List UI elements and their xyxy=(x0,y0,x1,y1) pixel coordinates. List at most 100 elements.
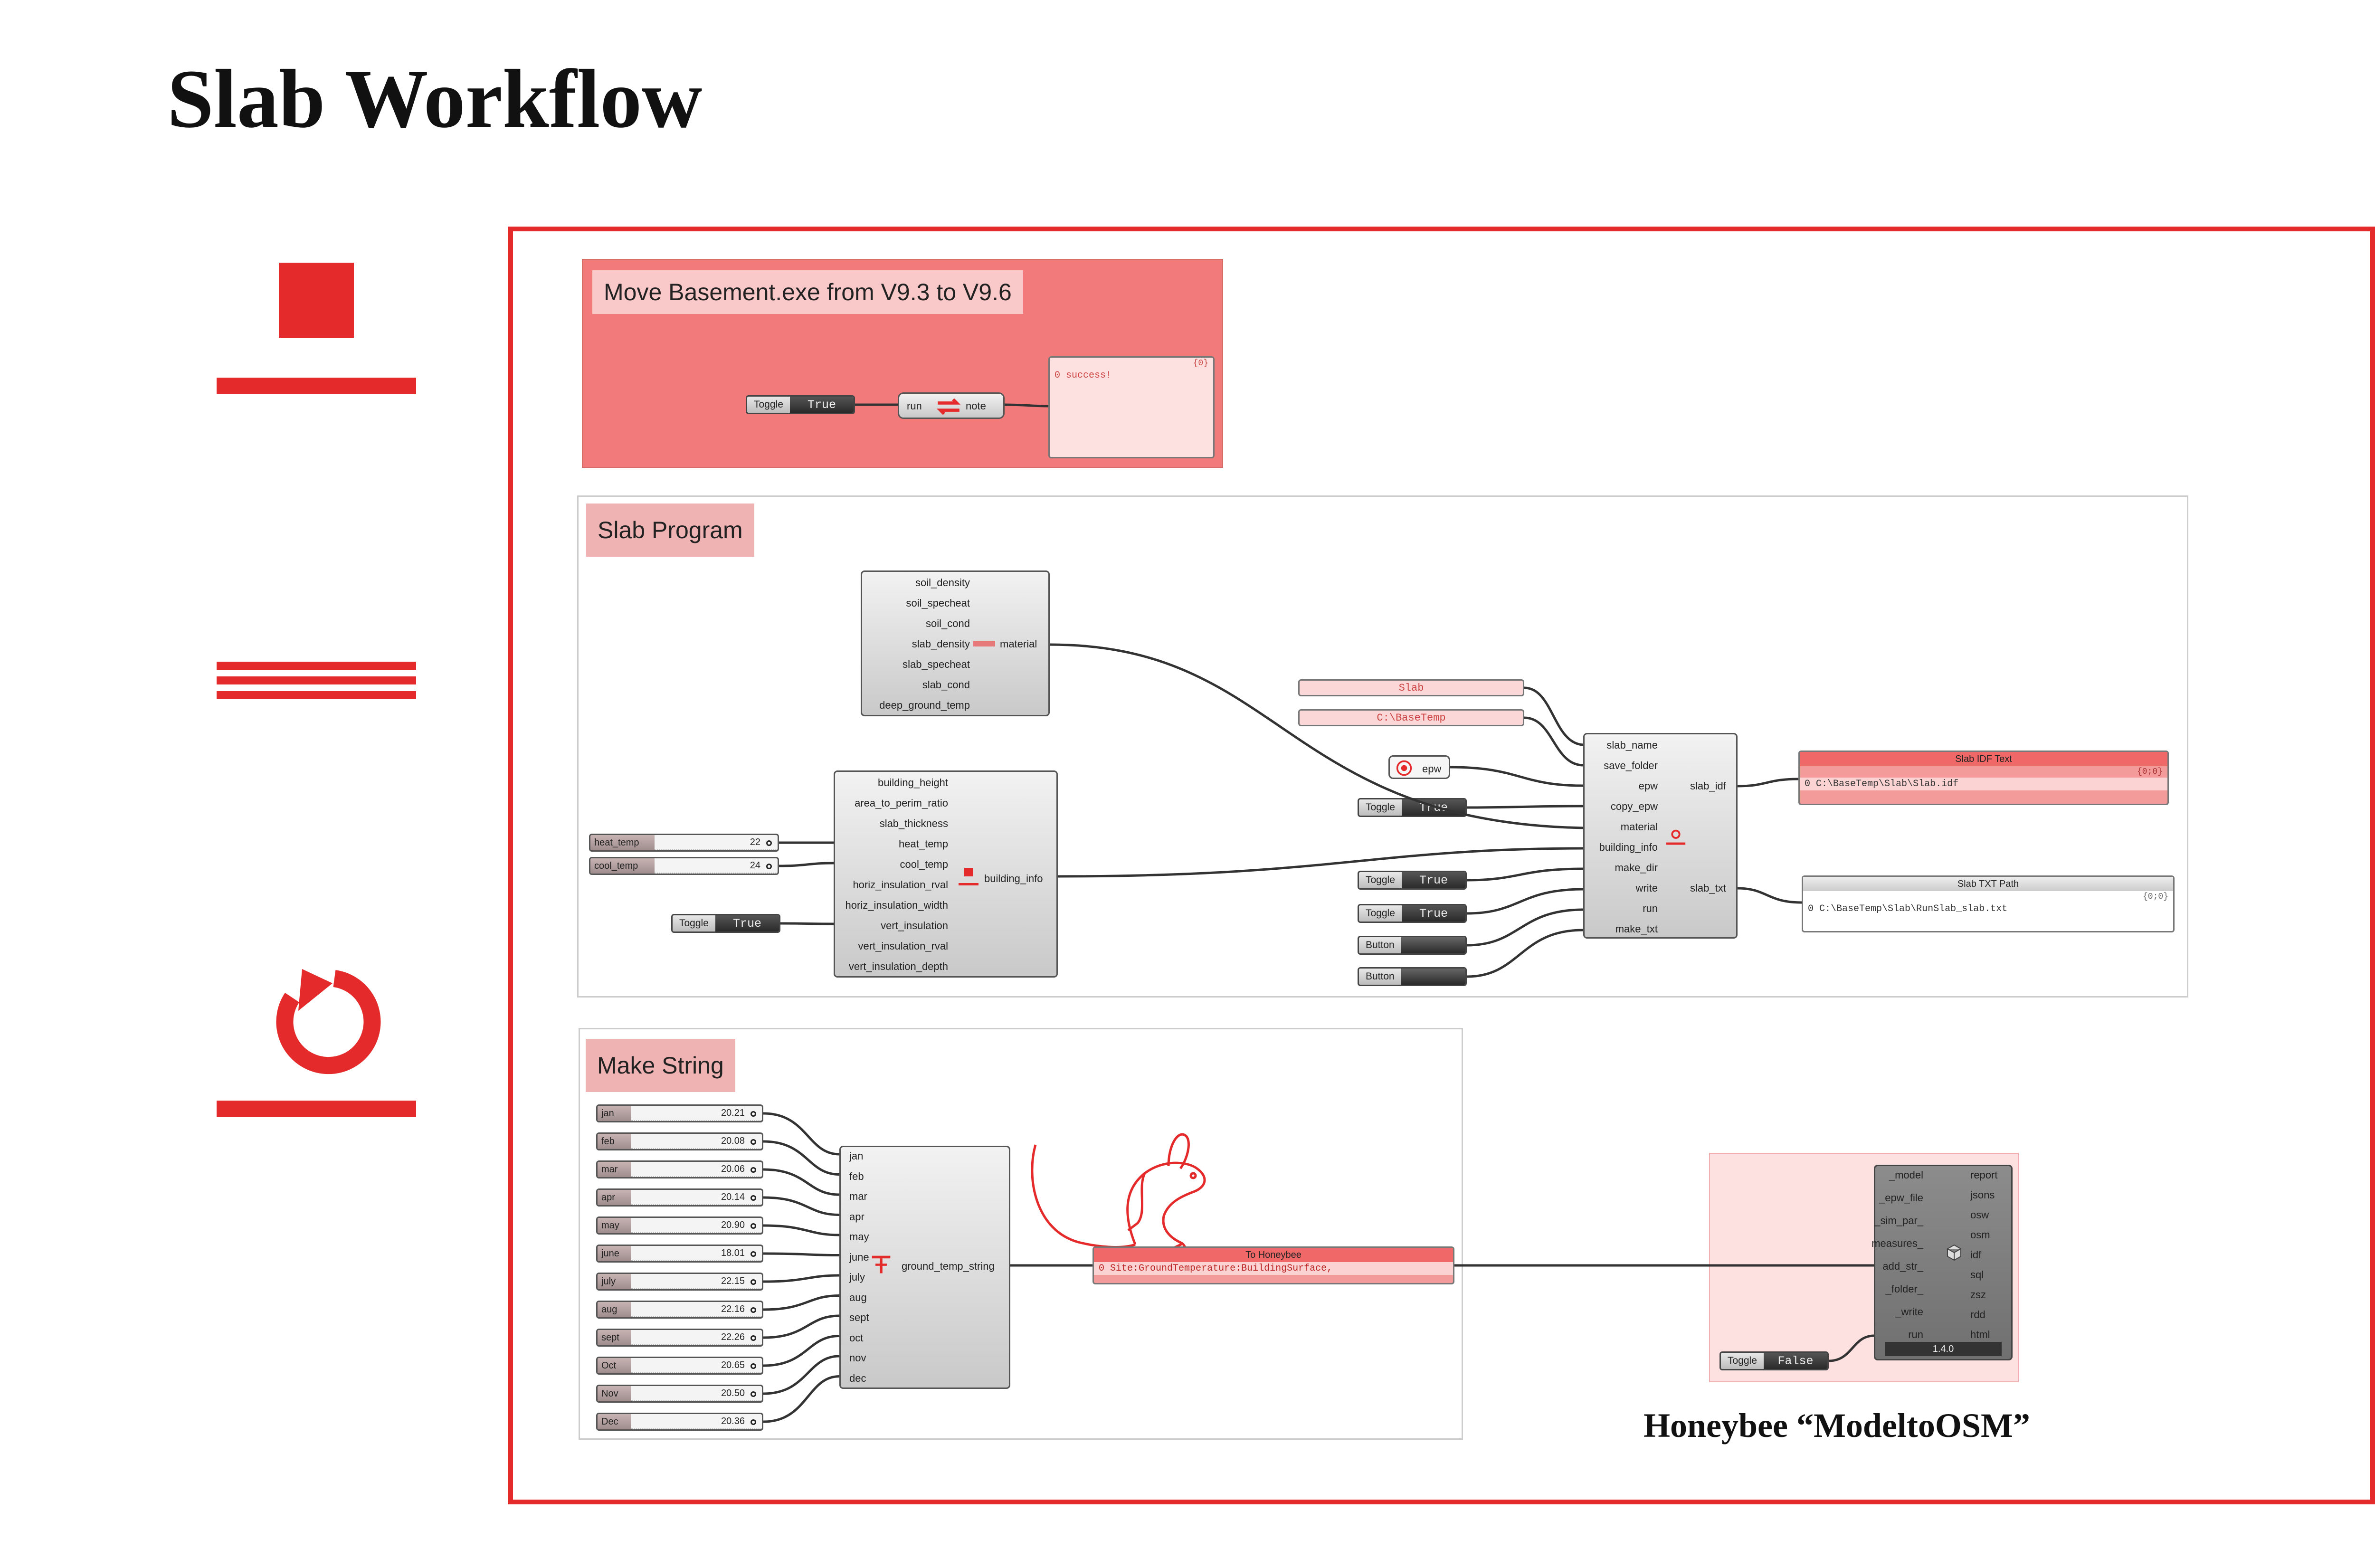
group-title: Make String xyxy=(586,1039,735,1092)
panel-row: 0 success! xyxy=(1050,369,1213,382)
building-toggle[interactable]: Toggle True xyxy=(671,914,780,933)
toggle-value: False xyxy=(1763,1353,1827,1369)
slider-knob[interactable] xyxy=(750,1111,756,1117)
slider-label: july xyxy=(598,1274,631,1289)
material-component[interactable]: soil_density soil_specheat soil_cond sla… xyxy=(861,570,1050,716)
month-slider-sept[interactable]: sept 22.26 xyxy=(596,1329,763,1347)
epw-param[interactable]: epw xyxy=(1388,755,1450,779)
slider-knob[interactable] xyxy=(750,1391,756,1397)
panel-header: {0} xyxy=(1193,359,1208,368)
month-slider-jan[interactable]: jan 20.21 xyxy=(596,1104,763,1122)
copy-epw-toggle[interactable]: Toggle True xyxy=(1358,798,1467,817)
input-horiz-insulation-width: horiz_insulation_width xyxy=(845,899,948,911)
input-write: _write xyxy=(1895,1306,1923,1318)
slab-component[interactable]: slab_name save_folder epw copy_epw mater… xyxy=(1583,733,1738,939)
success-panel[interactable]: {0} 0 success! xyxy=(1048,356,1215,458)
toggle-value: True xyxy=(715,915,779,931)
month-slider-aug[interactable]: aug 22.16 xyxy=(596,1301,763,1319)
run-toggle[interactable]: Toggle True xyxy=(746,395,855,414)
panel-index-label: {0;0} xyxy=(2137,767,2163,777)
input-slab-cond: slab_cond xyxy=(922,679,970,691)
make-txt-button[interactable]: Button xyxy=(1358,967,1467,986)
write-toggle[interactable]: Toggle True xyxy=(1358,871,1467,890)
slider-label: sept xyxy=(598,1330,631,1345)
input-add-str: add_str_ xyxy=(1882,1260,1923,1272)
slider-knob[interactable] xyxy=(750,1419,756,1425)
input-sept: sept xyxy=(849,1311,869,1323)
honeybee-run-toggle[interactable]: Toggle False xyxy=(1720,1351,1829,1370)
output-note: note xyxy=(966,400,986,412)
cool-temp-slider[interactable]: cool_temp 24 xyxy=(589,857,779,875)
output-slab-txt: slab_txt xyxy=(1690,882,1726,894)
slider-knob[interactable] xyxy=(750,1139,756,1145)
input-make-dir: make_dir xyxy=(1615,862,1658,874)
slider-label: aug xyxy=(598,1302,631,1317)
panel-row: 0 C:\BaseTemp\Slab\RunSlab_slab.txt xyxy=(1803,903,2173,915)
slider-value: 22.16 xyxy=(721,1304,745,1314)
slider-knob[interactable] xyxy=(750,1335,756,1341)
input-building-height: building_height xyxy=(877,777,948,789)
slider-knob[interactable] xyxy=(750,1279,756,1285)
toggle-value: True xyxy=(1401,905,1465,922)
slider-label: heat_temp xyxy=(590,835,655,850)
slider-knob[interactable] xyxy=(750,1363,756,1369)
slider-knob[interactable] xyxy=(766,840,772,846)
make-dir-button[interactable]: Button xyxy=(1358,936,1467,955)
slider-label: jan xyxy=(598,1106,631,1121)
run-toggle[interactable]: Toggle True xyxy=(1358,904,1467,923)
model-to-osm-component[interactable]: _model_epw_file_sim_par_measures_add_str… xyxy=(1872,1165,2013,1360)
input-slab-density: slab_density xyxy=(912,638,970,650)
input-area-to-perim-ratio: area_to_perim_ratio xyxy=(855,797,948,809)
output-zsz: zsz xyxy=(1970,1289,1986,1301)
save-folder-param[interactable]: C:\BaseTemp xyxy=(1298,709,1524,726)
slider-knob[interactable] xyxy=(750,1167,756,1173)
move-basement-component[interactable]: run note xyxy=(898,392,1005,419)
toggle-value: True xyxy=(1401,799,1465,816)
input-feb: feb xyxy=(849,1170,864,1182)
slider-value: 20.36 xyxy=(721,1416,745,1426)
slider-knob[interactable] xyxy=(750,1223,756,1229)
input-building-info: building_info xyxy=(1599,841,1658,853)
slider-label: may xyxy=(598,1218,631,1233)
input-slab-specheat: slab_specheat xyxy=(902,658,970,670)
output-building-info: building_info xyxy=(984,873,1043,884)
triple-bar-icon xyxy=(217,662,416,699)
slider-label: Oct xyxy=(598,1358,631,1373)
square-stop-icon xyxy=(217,263,416,394)
input-aug: aug xyxy=(849,1291,867,1303)
slab-name-param[interactable]: Slab xyxy=(1298,679,1524,696)
slider-knob[interactable] xyxy=(750,1307,756,1313)
slider-knob[interactable] xyxy=(766,864,772,869)
slab-idf-panel[interactable]: Slab IDF Text {0;0} 0 C:\BaseTemp\Slab\S… xyxy=(1798,751,2169,805)
panel-header: Slab TXT Path xyxy=(1803,877,2173,891)
building-info-component[interactable]: building_height area_to_perim_ratio slab… xyxy=(834,770,1058,978)
slider-value: 24 xyxy=(750,860,760,871)
input-model: _model xyxy=(1889,1169,1923,1181)
output-rdd: rdd xyxy=(1970,1309,1986,1321)
heat-temp-slider[interactable]: heat_temp 22 xyxy=(589,834,779,852)
to-honeybee-panel[interactable]: To Honeybee 0 Site:GroundTemperature:Bui… xyxy=(1092,1246,1454,1284)
panel-index-label: {0;0} xyxy=(2142,892,2168,902)
input-july: july xyxy=(849,1271,865,1283)
slider-knob[interactable] xyxy=(750,1251,756,1257)
slider-knob[interactable] xyxy=(750,1195,756,1201)
input-vert-insulation-rval: vert_insulation_rval xyxy=(858,940,948,952)
slab-txt-panel[interactable]: Slab TXT Path {0;0} 0 C:\BaseTemp\Slab\R… xyxy=(1802,875,2175,932)
row-index: 0 xyxy=(1099,1263,1105,1274)
slider-value: 22.26 xyxy=(721,1332,745,1342)
input-epw: epw xyxy=(1638,780,1658,792)
input-june: june xyxy=(849,1251,869,1263)
output-sql: sql xyxy=(1970,1269,1984,1281)
input-slab-name: slab_name xyxy=(1606,739,1658,751)
slider-value: 20.21 xyxy=(721,1108,745,1118)
